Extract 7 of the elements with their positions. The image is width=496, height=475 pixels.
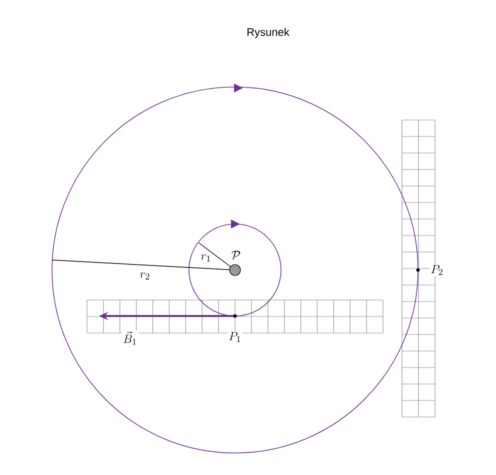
math-label: $\vec{B}_1$ bbox=[124, 331, 136, 345]
math-label: $P_1$ bbox=[229, 332, 240, 342]
math-label: $P_2$ bbox=[431, 265, 442, 275]
math-label: $r_1$ bbox=[201, 254, 210, 262]
math-label: $\mathcal{P}$ bbox=[232, 250, 240, 260]
math-label: $r_2$ bbox=[140, 272, 150, 280]
title: Rysunek bbox=[248, 28, 290, 38]
